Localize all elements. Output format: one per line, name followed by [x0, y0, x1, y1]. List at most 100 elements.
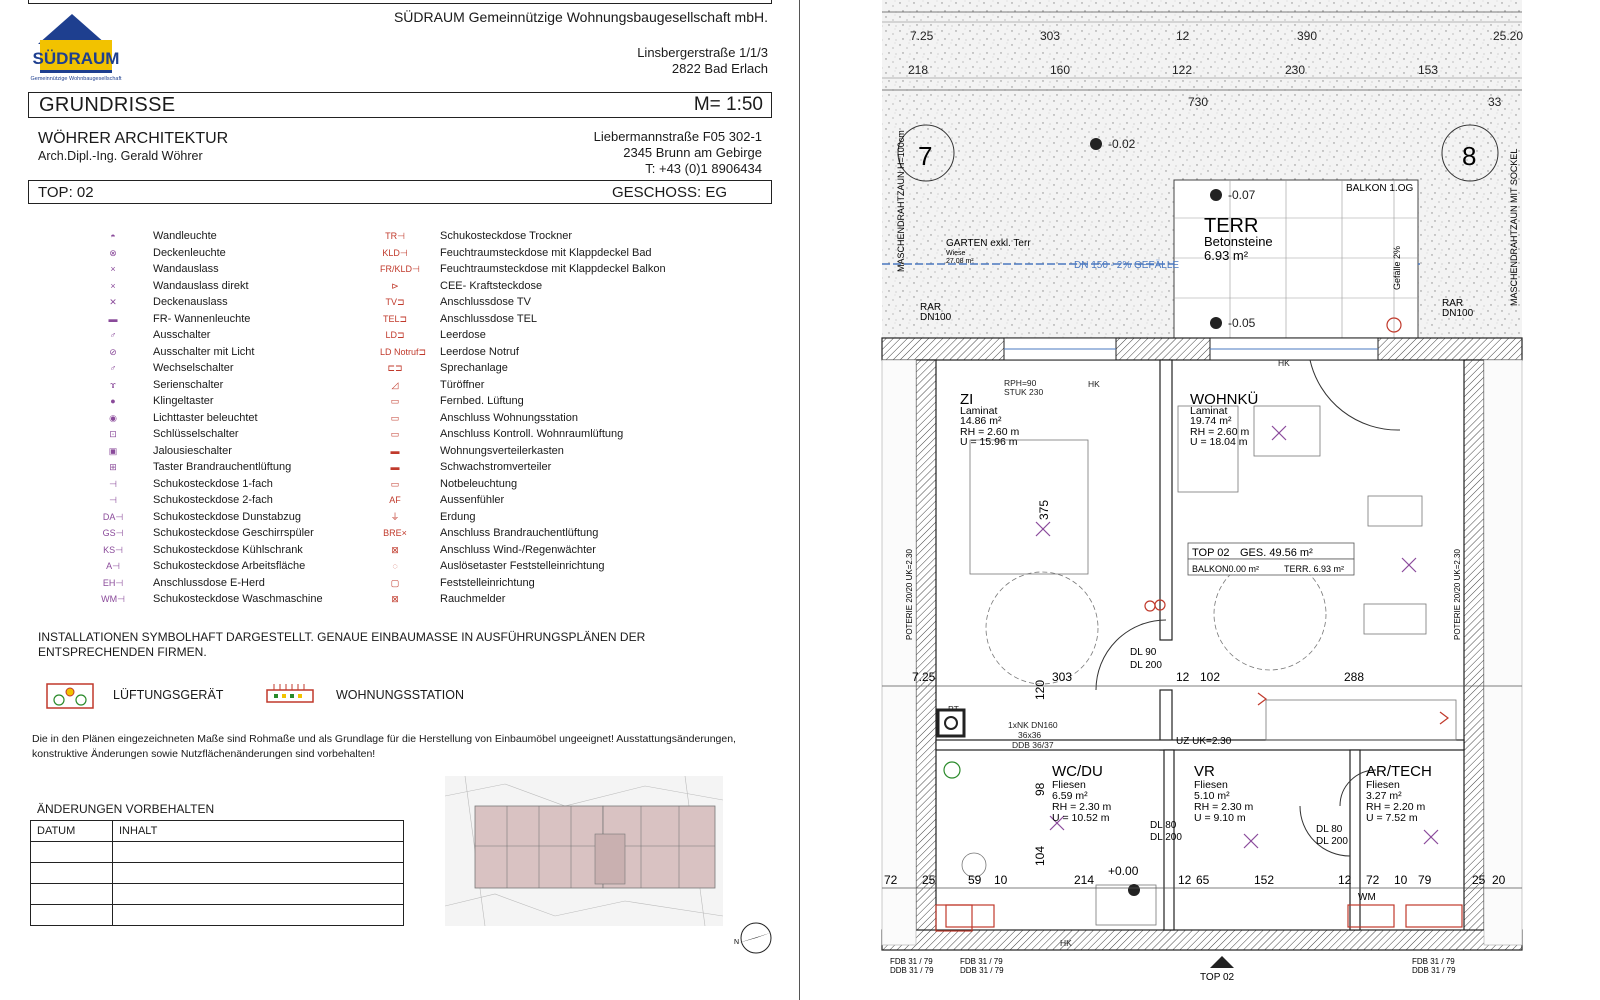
- legend-symbol-icon: DA⊣: [102, 511, 124, 522]
- room-area: 14.86 m²: [960, 415, 1002, 427]
- legend-label: Lichttaster beleuchtet: [153, 411, 258, 424]
- balkon-label: BALKON 1.OG: [1346, 183, 1413, 194]
- dl90-label: DL 90: [1130, 647, 1157, 658]
- col-content-header: INHALT: [112, 820, 404, 842]
- top-entrance-arrow-icon: [1210, 956, 1234, 968]
- legend-label: Rauchmelder: [440, 593, 506, 605]
- title-box: GRUNDRISSE M= 1:50: [28, 92, 772, 118]
- legend-label: Serienschalter: [153, 378, 224, 391]
- room-artech: AR/TECH Fliesen 3.27 m² RH = 2.20 m U = …: [1366, 763, 1432, 824]
- legend-symbol-icon: ▬: [108, 313, 118, 324]
- svg-text:N: N: [734, 939, 739, 946]
- legend-symbol-icon: ⊠: [391, 594, 399, 604]
- fdb-left: FDB 31 / 79: [890, 957, 933, 966]
- legend-symbol-icon: ⊣: [109, 478, 117, 489]
- hk-label-2: HK: [1278, 358, 1290, 368]
- legend-label: CEE- Kraftsteckdose: [440, 279, 543, 292]
- dim-top2-4: 153: [1418, 63, 1438, 77]
- legend-symbol-icon: ▣: [108, 445, 118, 456]
- sheet-divider: [799, 0, 800, 1000]
- legend-label: Anschlussdose TV: [440, 296, 531, 308]
- legend-label: Auslösetaster Feststelleinrichtung: [440, 560, 605, 572]
- legend-label: Feststelleinrichtung: [440, 576, 535, 589]
- room-height: RH = 2.60 m: [1190, 426, 1249, 438]
- top-number: TOP: 02: [38, 184, 94, 201]
- legend-symbol-icon: A⊣: [106, 561, 120, 571]
- dim-bottom-12: 79: [1418, 873, 1432, 887]
- fdb-right: FDB 31 / 79: [1412, 957, 1455, 966]
- room-name: WC/DU: [1052, 763, 1103, 780]
- legend-symbol-icon: TR⊣: [385, 231, 405, 241]
- legend-symbol-icon: ▢: [390, 577, 400, 588]
- legend-label: Aussenfühler: [440, 494, 505, 506]
- legend-label: Jalousieschalter: [153, 444, 232, 457]
- top-entrance-label: TOP 02: [1200, 972, 1235, 983]
- legend-symbol-icon: ✕: [109, 297, 117, 307]
- table-row: [30, 904, 404, 926]
- dim-top2-0: 218: [908, 63, 928, 77]
- legend-label: Wechselschalter: [153, 362, 234, 374]
- rph-label: RPH=90: [1004, 378, 1037, 388]
- room-name: VR: [1194, 763, 1215, 780]
- dim-top2-3: 230: [1285, 63, 1305, 77]
- room-material: Fliesen: [1052, 779, 1086, 791]
- dim-bottom-14: 20: [1492, 873, 1506, 887]
- dim-top2-1: 160: [1050, 63, 1070, 77]
- table-row: [30, 862, 404, 884]
- legend-symbol-icon: ⊘: [109, 346, 117, 357]
- terrace-name: TERR: [1204, 215, 1258, 237]
- slope-label: Gefälle 2%: [1392, 246, 1402, 290]
- legend-symbol-icon: ⏚: [390, 511, 400, 522]
- legend-label: Wandauslass direkt: [153, 279, 249, 292]
- company-address-line1: Linsbergerstraße 1/1/3: [637, 45, 768, 60]
- table-row: [30, 841, 404, 863]
- dim-top1-4: 25.20: [1493, 29, 1523, 43]
- poterie-left: POTERIE 20/20 UK=2.30: [905, 549, 914, 640]
- wm-label: WM: [1358, 892, 1376, 903]
- legend-label: Schukosteckdose 1-fach: [153, 477, 273, 490]
- dim-98: 98: [1033, 782, 1047, 796]
- garden-area-value: 27.08 m²: [946, 258, 974, 265]
- room-name: WOHNKÜ: [1190, 390, 1258, 408]
- table-header-row: DATUM INHALT: [30, 820, 404, 842]
- legend-symbol-icon: ▭: [390, 429, 400, 439]
- legend-symbol-icon: ●: [110, 396, 116, 406]
- legend-symbol-icon: TEL⊐: [382, 313, 408, 324]
- legend-label: Taster Brandrauchentlüftung: [153, 461, 292, 473]
- legend-label: Ausschalter: [153, 329, 211, 341]
- room-wohnkue: WOHNKÜ Laminat 19.74 m² RH = 2.60 m U = …: [1190, 390, 1258, 448]
- legend-symbol-icon: LD Notruf⊐: [380, 346, 427, 357]
- room-zi: ZI Laminat 14.86 m² RH = 2.60 m U = 15.9…: [960, 391, 1019, 448]
- drain-icon: [943, 761, 961, 779]
- changes-title: ÄNDERUNGEN VORBEHALTEN: [37, 802, 215, 816]
- terrace-area: [1173, 179, 1419, 339]
- legend-symbol-icon: ×: [110, 280, 116, 291]
- architect-person: Arch.Dipl.-Ing. Gerald Wöhrer: [38, 149, 203, 163]
- legend-label: Leerdose: [440, 329, 486, 341]
- legend-symbol-icon: ⊞: [109, 462, 117, 472]
- legend-label: Deckenleuchte: [153, 246, 226, 259]
- dim-mid-2: 12: [1176, 670, 1190, 684]
- nk-size: 36x36: [1018, 730, 1041, 740]
- dl80-label-2: DL 80: [1316, 824, 1343, 835]
- plan-legend-sheet: SÜDRAUM Gemeinnützige Wohnbaugesellschaf…: [28, 0, 800, 1000]
- legend-symbol-icon: GS⊣: [102, 528, 124, 538]
- dim-730: 730: [1188, 95, 1208, 109]
- legend-symbol-icon: ♂: [109, 330, 117, 340]
- nk-label: 1xNK DN160: [1008, 720, 1058, 730]
- room-material: Fliesen: [1366, 779, 1400, 791]
- legend-label: Ausschalter mit Licht: [153, 345, 255, 358]
- room-perimeter: U = 10.52 m: [1052, 812, 1110, 824]
- device-ventilation-label: LÜFTUNGSGERÄT: [113, 688, 224, 702]
- room-perimeter: U = 9.10 m: [1194, 812, 1246, 824]
- legend-label: Türöffner: [440, 378, 485, 391]
- legend-symbol-icon: ⊡: [109, 429, 117, 439]
- scale-label: M= 1:50: [693, 94, 763, 115]
- ddb-left: DDB 31 / 79: [890, 966, 934, 975]
- fence-left-label: MASCHENDRAHTZAUN H=100cm: [896, 130, 906, 272]
- dim-mid-3: 102: [1200, 670, 1220, 684]
- installation-note: INSTALLATIONEN SYMBOLHAFT DARGESTELLT. G…: [38, 630, 646, 659]
- floor-label: GESCHOSS: EG: [611, 184, 727, 201]
- legend-label: Schukosteckdose Kühlschrank: [153, 543, 303, 556]
- dn100-right: DN100: [1442, 308, 1474, 319]
